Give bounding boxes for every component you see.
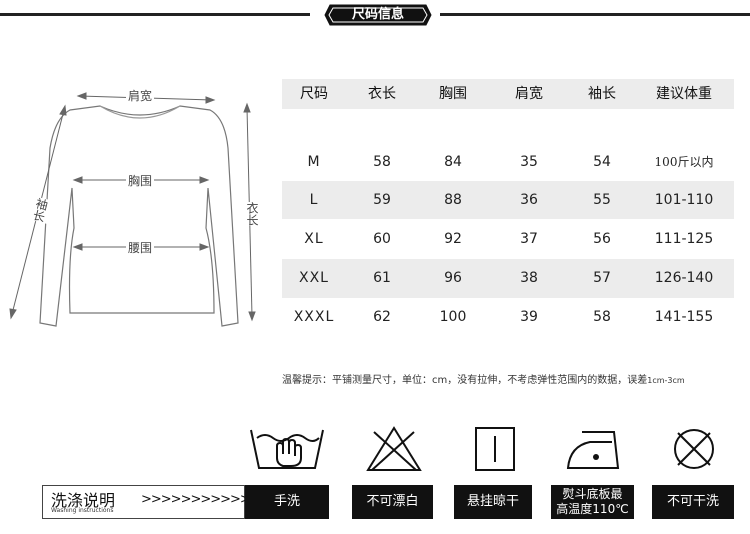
- washing-subtitle: Washing instructions: [51, 507, 114, 514]
- col-header-sleeve: 袖长: [588, 86, 616, 102]
- care-label-hand-wash: 手洗: [245, 485, 329, 519]
- care-label-iron-line1: 熨斗底板最: [562, 487, 623, 501]
- header-rule-left: [0, 13, 310, 16]
- care-label-iron: 熨斗底板最 高温度110℃: [551, 485, 634, 519]
- col-header-weight: 建议体重: [656, 86, 712, 102]
- cell-size: XXXL: [293, 309, 335, 325]
- shoulder-label: 肩宽: [126, 87, 155, 104]
- cell-length: 60: [373, 231, 391, 247]
- cell-shoulder: 38: [520, 270, 538, 286]
- cell-sleeve: 54: [593, 154, 611, 170]
- washing-arrows: >>>>>>>>>>>>: [141, 492, 261, 507]
- cell-size: M: [307, 154, 321, 170]
- cell-weight: 126-140: [654, 270, 714, 286]
- cell-sleeve: 55: [593, 192, 611, 208]
- cell-length: 59: [373, 192, 391, 208]
- table-row: XXXL 62 100 39 58 141-155: [282, 298, 734, 336]
- chest-label: 胸围: [126, 172, 155, 189]
- hang-dry-icon: [473, 424, 517, 478]
- cell-shoulder: 35: [520, 154, 538, 170]
- note-text: 温馨提示：平铺测量尺寸，单位：cm，没有拉伸，不考虑弹性范围内的数据，误差: [282, 375, 648, 386]
- note-tail: 1cm-3cm: [647, 376, 685, 385]
- garment-diagram: 肩宽 胸围 腰围 袖长 衣长: [0, 78, 280, 338]
- cell-sleeve: 57: [593, 270, 611, 286]
- cell-weight: 141-155: [654, 309, 714, 325]
- cell-length: 61: [373, 270, 391, 286]
- care-label-no-bleach: 不可漂白: [352, 485, 433, 519]
- cell-chest: 100: [439, 309, 467, 325]
- cell-weight: 100斤以内: [654, 155, 714, 169]
- cell-length: 62: [373, 309, 391, 325]
- cell-shoulder: 39: [520, 309, 538, 325]
- cell-weight: 101-110: [654, 192, 714, 208]
- table-row: XXL 61 96 38 57 126-140: [282, 259, 734, 298]
- washing-title: 洗涤说明: [51, 491, 116, 510]
- col-header-shoulder: 肩宽: [515, 86, 543, 102]
- header-rule-right: [440, 13, 750, 16]
- col-header-length: 衣长: [368, 86, 396, 102]
- cell-size: XL: [304, 231, 324, 247]
- cell-sleeve: 56: [593, 231, 611, 247]
- col-header-size: 尺码: [300, 86, 328, 102]
- no-bleach-icon: [364, 424, 424, 478]
- cell-shoulder: 36: [520, 192, 538, 208]
- care-label-no-dry-clean: 不可干洗: [652, 485, 734, 519]
- header-badge: 尺码信息: [324, 4, 432, 26]
- cell-sleeve: 58: [593, 309, 611, 325]
- cell-length: 58: [373, 154, 391, 170]
- no-dry-clean-icon: [669, 424, 719, 478]
- cell-size: XXL: [299, 270, 329, 286]
- table-header-row: 尺码 衣长 胸围 肩宽 袖长 建议体重: [282, 79, 734, 109]
- washing-instructions-box: 洗涤说明 Washing instructions >>>>>>>>>>>>: [42, 485, 261, 519]
- waist-label: 腰围: [126, 239, 155, 256]
- iron-icon: [564, 424, 628, 478]
- length-label: 衣长: [242, 202, 263, 226]
- table-row: L 59 88 36 55 101-110: [282, 181, 734, 219]
- table-row: M 58 84 35 54 100斤以内: [282, 144, 734, 181]
- cell-shoulder: 37: [520, 231, 538, 247]
- cell-chest: 88: [444, 192, 462, 208]
- cell-chest: 92: [444, 231, 462, 247]
- cell-chest: 96: [444, 270, 462, 286]
- col-header-chest: 胸围: [439, 86, 467, 102]
- cell-size: L: [309, 192, 319, 208]
- cell-chest: 84: [444, 154, 462, 170]
- hand-wash-icon: [247, 424, 327, 478]
- table-row: XL 60 92 37 56 111-125: [282, 219, 734, 259]
- measurement-note: 温馨提示：平铺测量尺寸，单位：cm，没有拉伸，不考虑弹性范围内的数据，误差1cm…: [282, 371, 685, 386]
- care-label-hang-dry: 悬挂晾干: [454, 485, 532, 519]
- header-title: 尺码信息: [351, 7, 404, 22]
- cell-weight: 111-125: [654, 231, 714, 247]
- care-label-iron-line2: 高温度110℃: [556, 502, 629, 516]
